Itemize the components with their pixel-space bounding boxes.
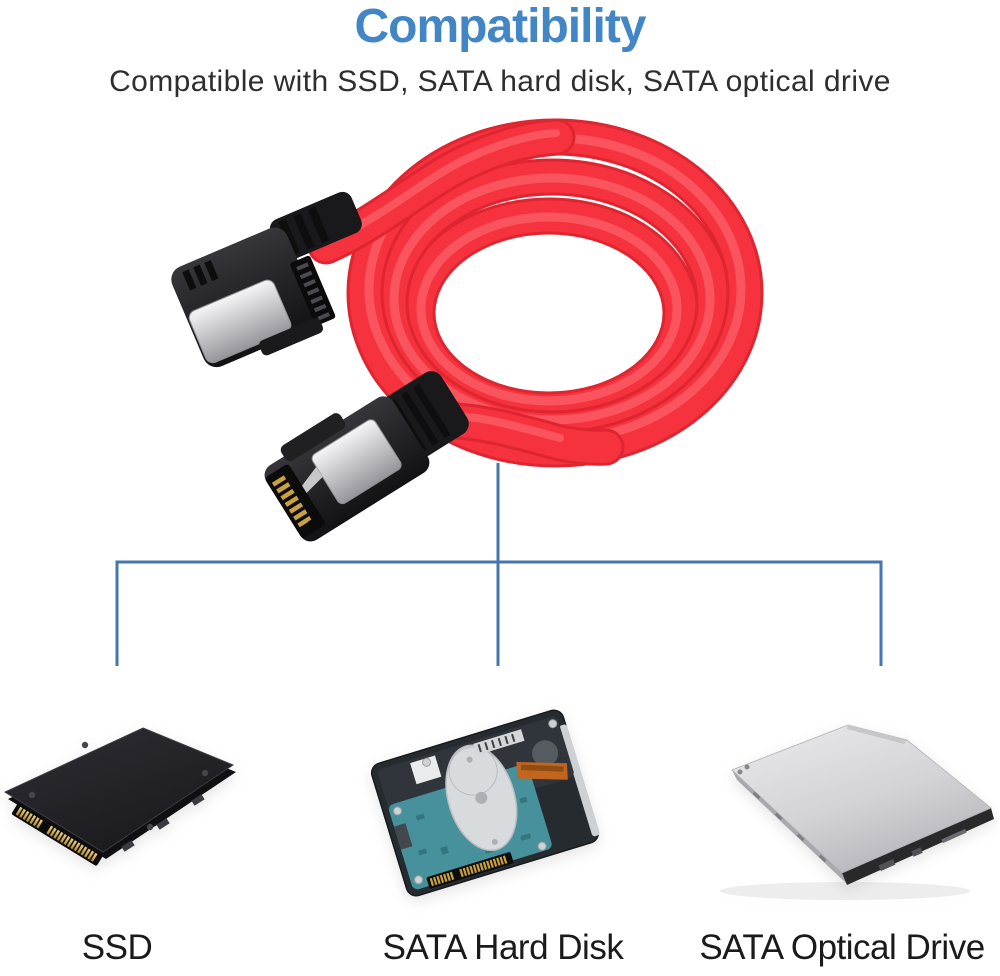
- product-label-optical-drive: SATA Optical Drive: [699, 928, 985, 967]
- odd-top-face: [731, 724, 992, 874]
- connector-lines: [115, 463, 883, 666]
- hdd-sata-pins: [426, 852, 514, 889]
- product-label-ssd: SSD: [81, 928, 153, 967]
- page-title: Compatibility: [354, 0, 646, 53]
- hdd-flex-cable: [516, 762, 568, 780]
- connector-latch-metal: [311, 419, 402, 505]
- connector-pins: [271, 475, 312, 528]
- odd-rail-screws: [752, 791, 827, 863]
- ssd-top-face: [3, 727, 235, 853]
- connector-latch-metal: [188, 279, 292, 364]
- odd-bezel-controls: [878, 828, 967, 871]
- right-angle-connector: [171, 191, 362, 368]
- product-ssd-image: [3, 727, 236, 866]
- connector-pins: [296, 262, 331, 321]
- subtitle: Compatible with SSD, SATA hard disk, SAT…: [109, 65, 891, 98]
- hdd-sticker: [410, 755, 442, 785]
- ssd-sata-pins: [11, 803, 103, 866]
- sata-cable-photo: [115, 118, 883, 666]
- straight-connector: [264, 371, 469, 542]
- hdd-barcode-sticker: [473, 729, 525, 756]
- odd-body: [731, 724, 994, 885]
- cable-top-lead: [307, 118, 576, 265]
- product-odd-image: [720, 724, 994, 900]
- odd-left-rail: [732, 770, 847, 884]
- ssd-body: [3, 727, 236, 859]
- hdd-motor-clamp: [445, 744, 518, 852]
- product-label-hard-disk: SATA Hard Disk: [382, 928, 624, 967]
- hdd-spindle: [532, 740, 559, 767]
- hdd-screws: [392, 719, 558, 885]
- product-hdd-image: [370, 709, 600, 897]
